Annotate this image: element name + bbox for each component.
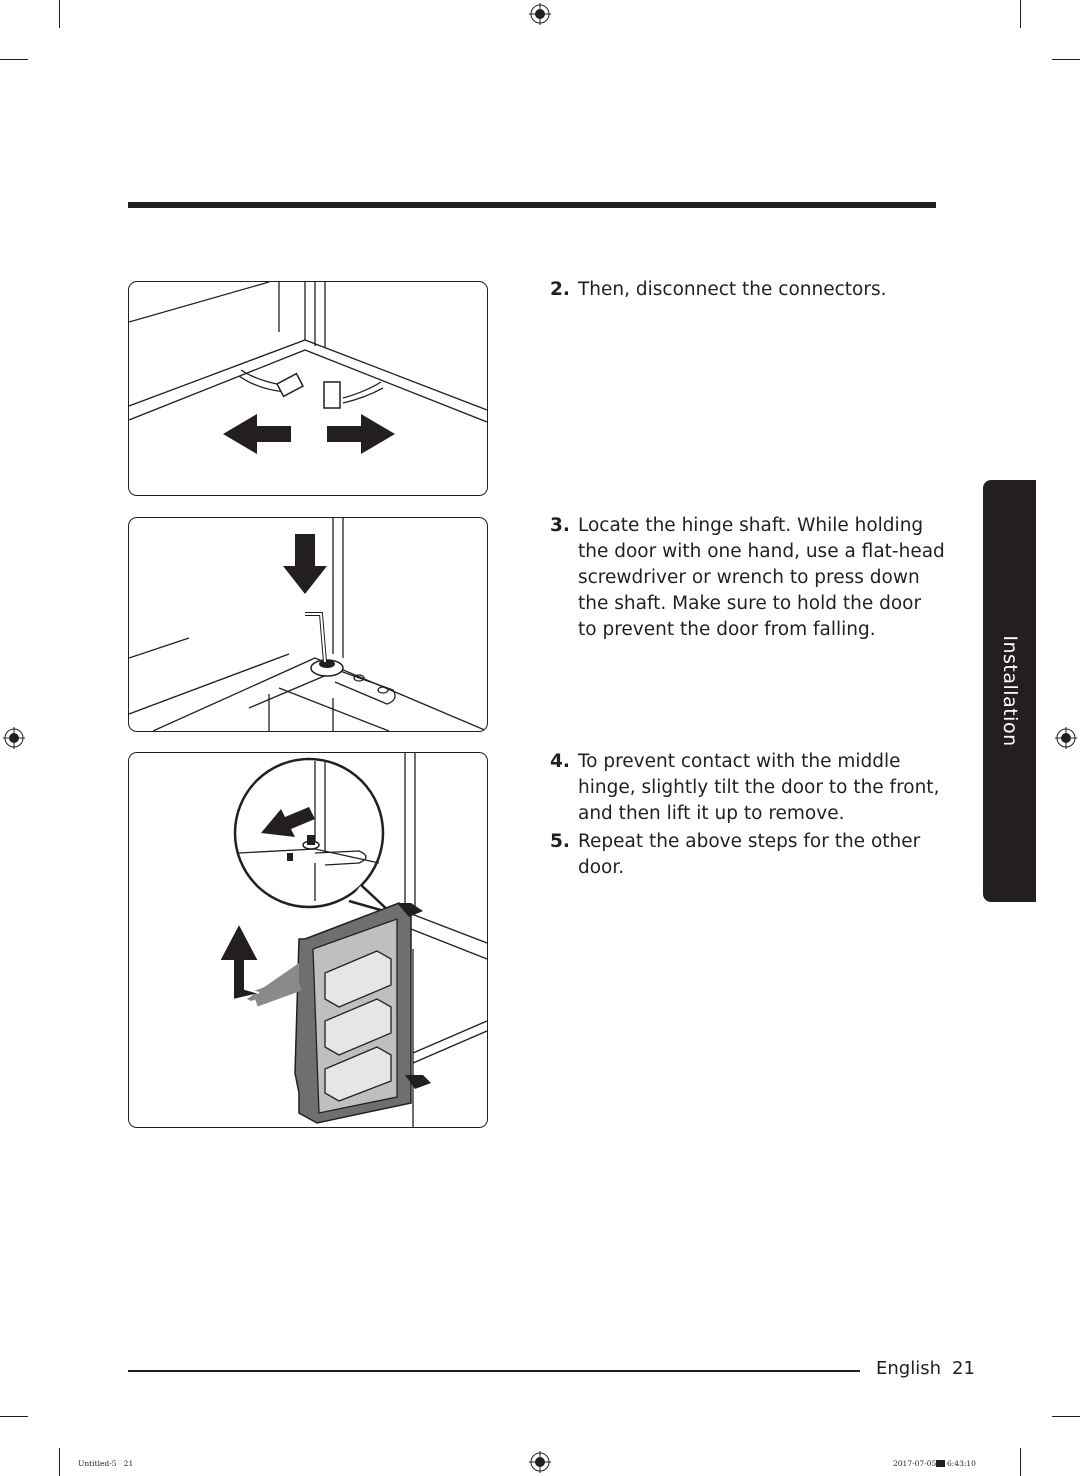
crop-mark (1020, 1448, 1021, 1476)
slug-filename: Untitled-5 21 (78, 1459, 134, 1468)
registration-mark-icon (529, 3, 551, 25)
hinge-shaft-press-illustration (129, 518, 487, 731)
footer-rule (128, 1370, 860, 1372)
step-text: Locate the hinge shaft. While holding th… (578, 515, 945, 640)
step-text: Repeat the above steps for the other doo… (578, 831, 921, 878)
crop-mark (1052, 59, 1080, 60)
step-number: 5. (550, 831, 570, 852)
step-3: 3. Locate the hinge shaft. While holding… (550, 513, 945, 643)
section-tab-installation: Installation (983, 480, 1036, 902)
step-text: To prevent contact with the middle hinge… (578, 751, 940, 824)
step-number: 3. (550, 515, 570, 536)
slug-box-icon (936, 1460, 945, 1467)
crop-mark (59, 1448, 60, 1476)
figure-lift-door (128, 752, 488, 1128)
registration-mark-icon (1055, 727, 1077, 749)
connector-disconnect-illustration (129, 282, 487, 454)
registration-mark-icon (3, 727, 25, 749)
crop-mark (59, 0, 60, 28)
figure-disconnect-connectors (128, 281, 488, 496)
crop-mark (0, 1416, 28, 1417)
step-number: 4. (550, 751, 570, 772)
crop-mark (0, 59, 28, 60)
step-4: 4. To prevent contact with the middle hi… (550, 749, 945, 827)
step-5: 5. Repeat the above steps for the other … (550, 829, 945, 881)
step-2: 2. Then, disconnect the connectors. (550, 277, 945, 303)
section-tab-label: Installation (998, 635, 1021, 747)
door-lift-removal-illustration (217, 753, 487, 1127)
header-rule (128, 202, 936, 208)
registration-mark-icon (529, 1451, 551, 1473)
crop-mark (1052, 1416, 1080, 1417)
page-number: 21 (952, 1358, 975, 1379)
slug-time: 6:43:10 (947, 1459, 976, 1468)
crop-mark (1020, 0, 1021, 28)
figure-press-hinge-shaft (128, 517, 488, 732)
step-number: 2. (550, 279, 570, 300)
step-text: Then, disconnect the connectors. (578, 279, 887, 300)
footer-language: English (876, 1358, 941, 1379)
slug-date: 2017-07-05 (893, 1459, 937, 1468)
